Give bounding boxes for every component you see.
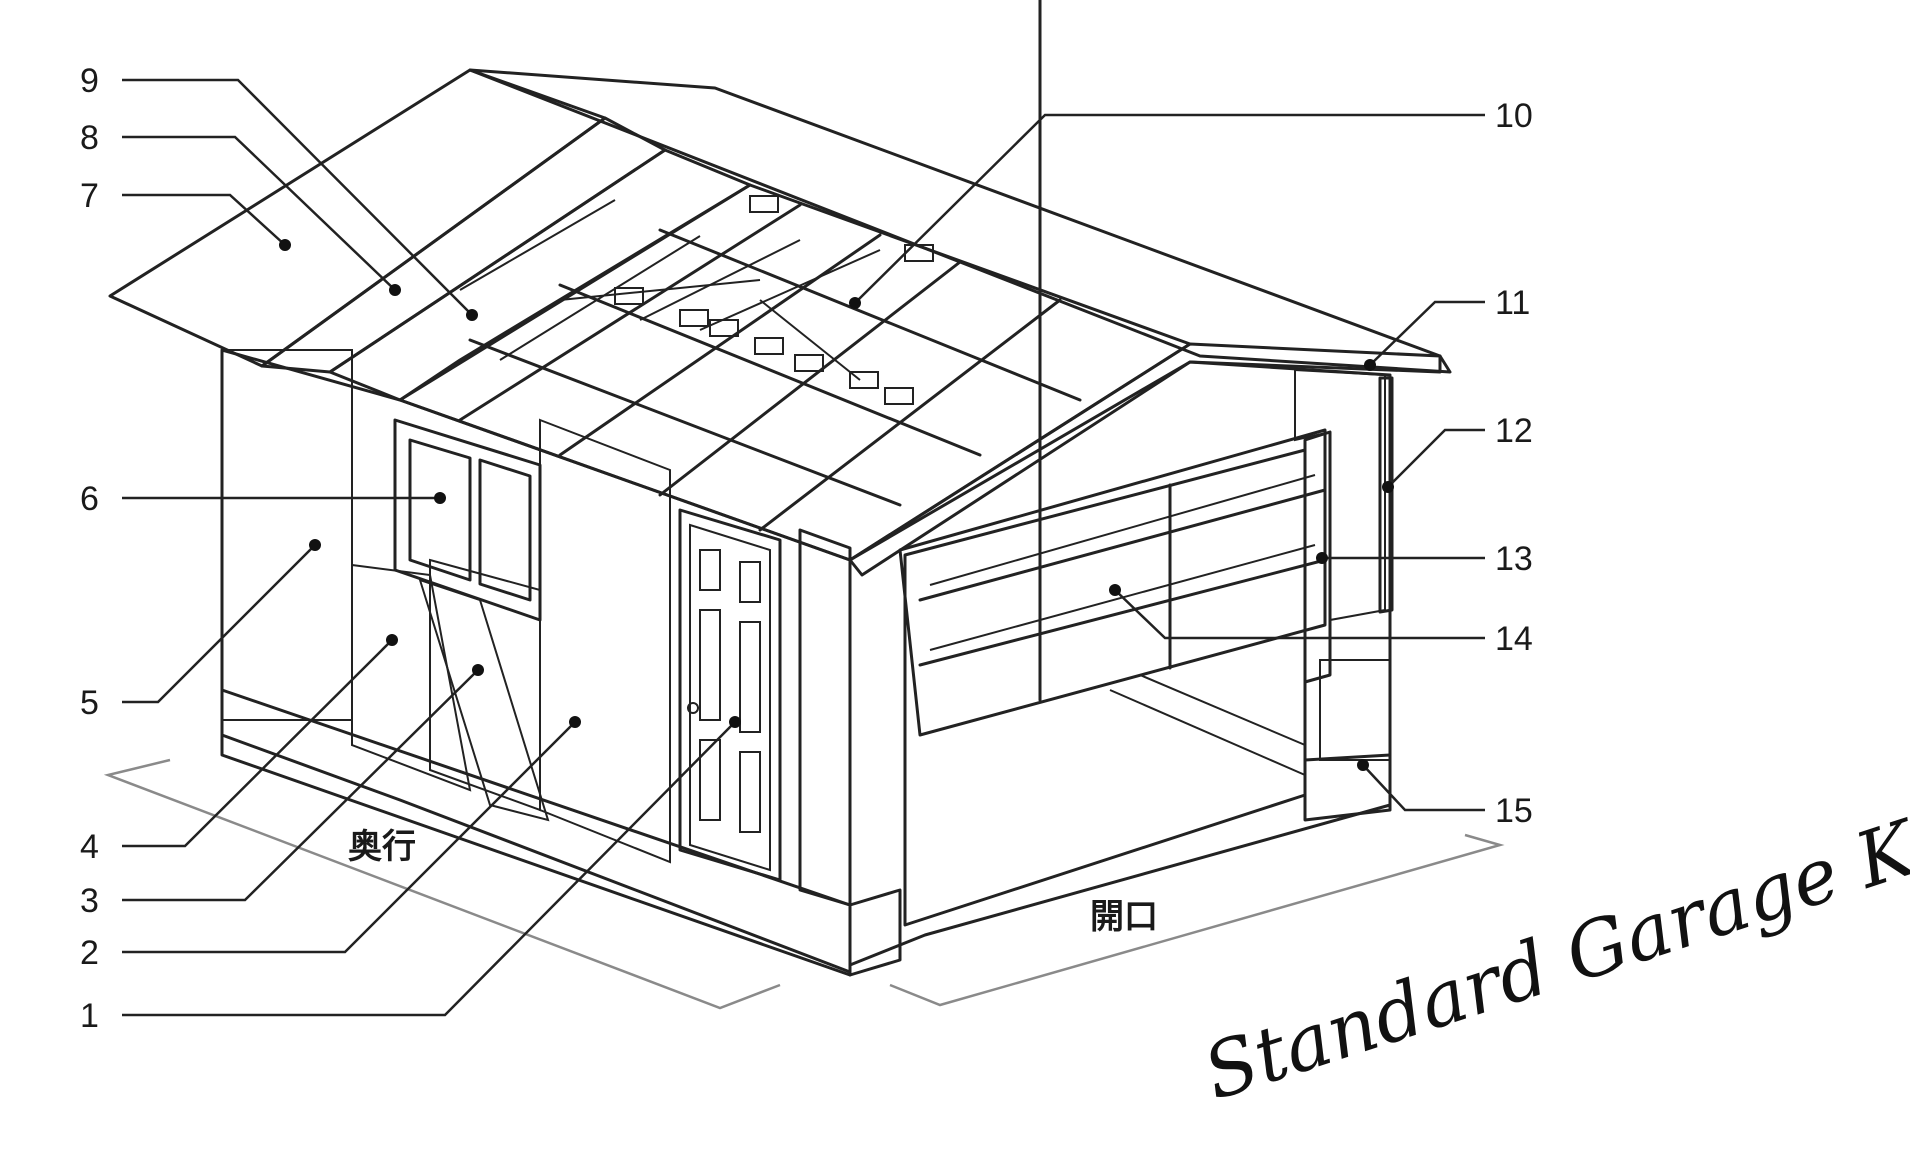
garage-door [898,0,1327,737]
callout-leaders [122,78,1485,1017]
sill-plate [1303,753,1392,822]
callout-13: 13 [1495,540,1533,578]
callout-14: 14 [1495,620,1533,658]
wall-studs [221,349,353,721]
corner-trim [1378,376,1394,614]
callout-numbers: 1 2 3 4 5 6 7 8 9 10 11 12 13 14 15 [80,62,1533,1035]
left-wall [220,348,852,974]
siding-panel [539,418,671,864]
depth-label: 奥行 [348,827,416,867]
callout-3: 3 [80,882,99,920]
roof-underlayment [260,116,667,374]
opening-dimension-line [889,833,1505,1007]
callout-11: 11 [1495,284,1530,322]
garage-opening [903,448,1307,927]
callout-8: 8 [80,119,99,157]
door [678,508,782,882]
callout-7: 7 [80,177,99,215]
window [393,418,542,622]
callout-4: 4 [80,828,99,866]
opening-label: 開口 [1090,897,1158,937]
garage-illustration [103,0,1505,1010]
roof-right-shingles [468,68,1452,374]
roof-shingles [108,68,607,368]
callout-10: 10 [1495,97,1533,135]
script-title: Standard Garage Kit [1193,786,1910,1117]
callout-12: 12 [1495,412,1533,450]
foundation-front [848,888,902,977]
roof-trusses [398,183,1192,562]
right-wall-siding [1294,368,1386,622]
callout-5: 5 [80,684,99,722]
callout-1: 1 [80,997,99,1035]
callout-6: 6 [80,480,99,518]
callout-15: 15 [1495,792,1533,830]
callout-9: 9 [80,62,99,100]
depth-dimension-line [103,758,781,1010]
callout-2: 2 [80,934,99,972]
